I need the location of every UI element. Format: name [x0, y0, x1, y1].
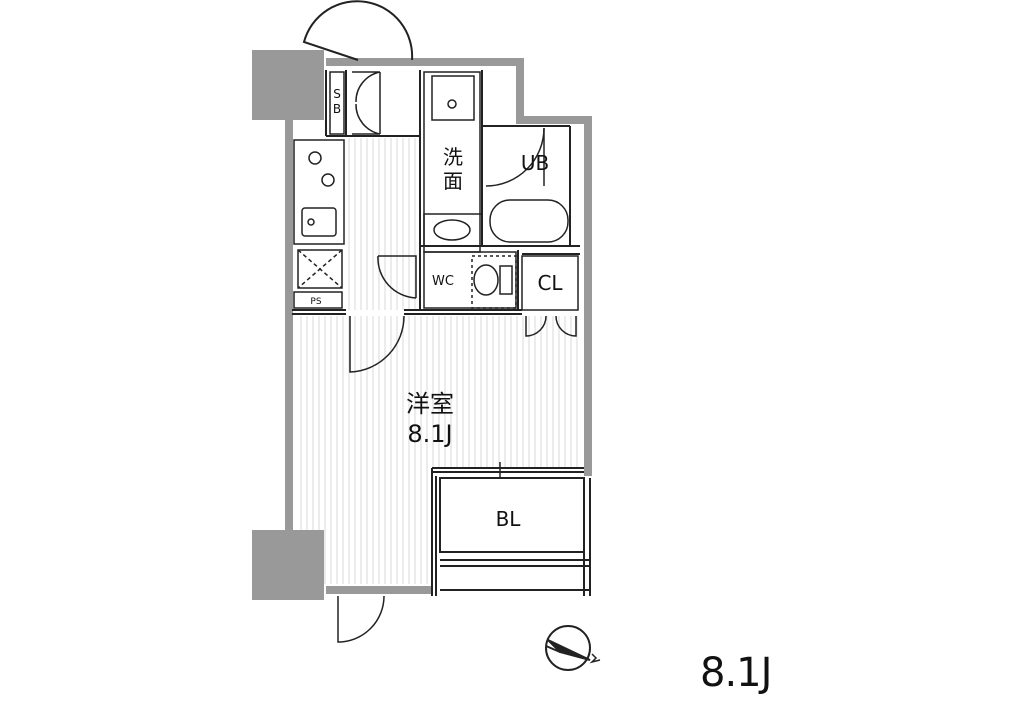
- shoe-box-doors: [329, 71, 381, 135]
- room-floor: [296, 316, 580, 468]
- room-name: 洋室: [406, 390, 454, 418]
- kitchen-counter: [293, 139, 345, 309]
- compass-icon: [545, 625, 601, 671]
- washroom-label-2: 面: [443, 169, 463, 193]
- closet: [521, 255, 579, 337]
- exterior-walls: [285, 58, 592, 594]
- sb-label-s: S: [333, 87, 341, 101]
- entrance-door: [302, 0, 414, 61]
- unit-bath-label: UB: [521, 151, 549, 175]
- sb-label-b: B: [333, 102, 341, 116]
- washroom-label-1: 洗: [443, 145, 463, 169]
- pipe-space-label: PS: [310, 297, 321, 307]
- toilet: [377, 251, 517, 309]
- column-bottom-left: [252, 530, 324, 600]
- unit-bath: [485, 127, 569, 243]
- balcony-label: BL: [496, 507, 522, 531]
- balcony-side-door: [337, 595, 385, 643]
- interior-walls: [292, 70, 584, 596]
- area-caption: 8.1J: [700, 650, 772, 696]
- toilet-label: WC: [432, 274, 454, 289]
- column-top-left: [252, 50, 324, 120]
- balcony: [439, 477, 591, 596]
- room-size: 8.1J: [407, 420, 452, 448]
- kitchen-floor: [346, 138, 418, 310]
- room-door: [349, 315, 405, 373]
- closet-label: CL: [537, 271, 563, 295]
